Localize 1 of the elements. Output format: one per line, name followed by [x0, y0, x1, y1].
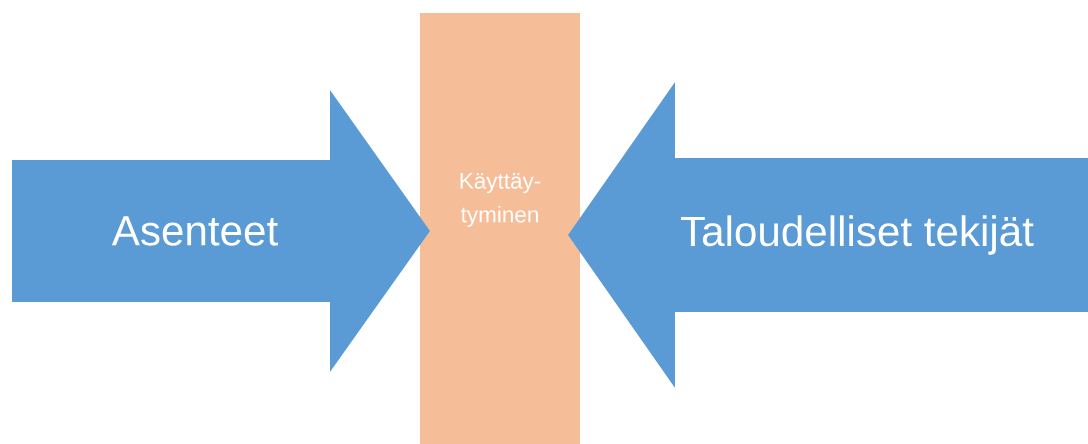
column-bar: Käyttäy- tyminen: [420, 13, 580, 444]
